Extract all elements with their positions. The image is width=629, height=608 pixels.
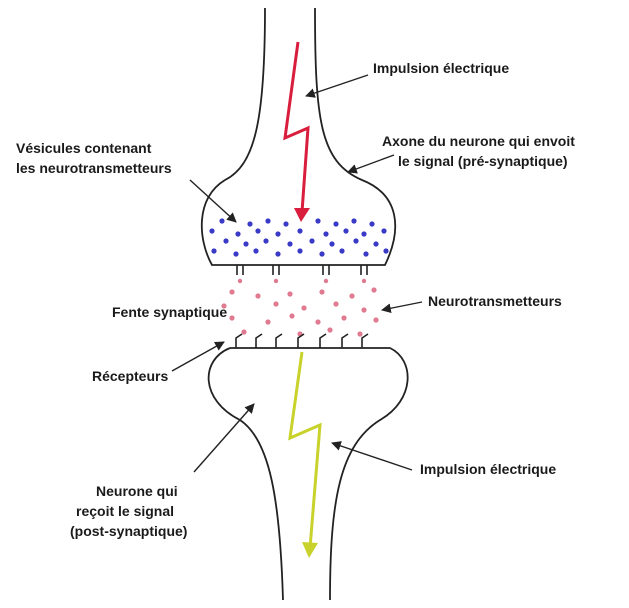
vesicle bbox=[263, 238, 268, 243]
vesicle bbox=[287, 241, 292, 246]
receptor bbox=[342, 334, 348, 348]
neurotransmitter bbox=[273, 301, 278, 306]
pointer-impulse-bottom bbox=[332, 443, 412, 470]
label-impulse-bottom: Impulsion électrique bbox=[420, 461, 556, 478]
neurotransmitter bbox=[333, 301, 338, 306]
vesicle bbox=[361, 231, 366, 236]
vesicle bbox=[265, 218, 270, 223]
impulse-bolt-postsynaptic bbox=[290, 352, 320, 548]
neurotransmitter bbox=[255, 293, 260, 298]
vesicle bbox=[309, 238, 314, 243]
vesicle bbox=[339, 248, 344, 253]
neurotransmitter bbox=[229, 289, 234, 294]
vesicles-group bbox=[209, 218, 388, 256]
receptor bbox=[236, 334, 242, 348]
neurotransmitter bbox=[361, 307, 366, 312]
neurotransmitter bbox=[274, 279, 278, 283]
vesicle bbox=[219, 218, 224, 223]
impulse-arrowhead-postsynaptic bbox=[302, 542, 318, 558]
vesicle bbox=[383, 248, 388, 253]
vesicle bbox=[253, 248, 258, 253]
neurotransmitter bbox=[301, 305, 306, 310]
pointer-impulse-top bbox=[306, 75, 368, 96]
neurotransmitter bbox=[341, 315, 346, 320]
label-vesicles-line2: les neurotransmetteurs bbox=[16, 160, 172, 177]
neurotransmitter bbox=[319, 289, 324, 294]
neurotransmitter bbox=[241, 329, 246, 334]
receptor bbox=[256, 334, 262, 348]
label-impulse-top: Impulsion électrique bbox=[373, 60, 509, 77]
vesicle bbox=[223, 238, 228, 243]
label-receiver-line2: reçoit le signal bbox=[76, 503, 174, 520]
vesicle bbox=[211, 248, 216, 253]
vesicle bbox=[329, 241, 334, 246]
neurotransmitter bbox=[287, 291, 292, 296]
vesicle bbox=[323, 231, 328, 236]
receptor bbox=[362, 334, 368, 348]
label-vesicles-line1: Vésicules contenant bbox=[16, 140, 151, 157]
vesicle bbox=[275, 231, 280, 236]
vesicle bbox=[373, 241, 378, 246]
label-receiver-line1: Neurone qui bbox=[96, 483, 178, 500]
impulse-bolt-presynaptic bbox=[285, 42, 308, 212]
label-axon-line1: Axone du neurone qui envoit bbox=[382, 133, 575, 150]
vesicle bbox=[283, 221, 288, 226]
vesicle bbox=[275, 251, 280, 256]
label-cleft: Fente synaptique bbox=[112, 304, 227, 321]
receptor bbox=[276, 334, 282, 348]
vesicle bbox=[243, 241, 248, 246]
vesicle bbox=[369, 221, 374, 226]
neurotransmitter bbox=[327, 327, 332, 332]
neurotransmitter bbox=[238, 279, 242, 283]
neurotransmitter bbox=[373, 317, 378, 322]
pointer-axon bbox=[348, 155, 394, 172]
postsynaptic-neuron-outline bbox=[209, 348, 408, 600]
impulse-arrowhead-presynaptic bbox=[294, 208, 310, 222]
vesicle bbox=[209, 228, 214, 233]
vesicle bbox=[333, 221, 338, 226]
pointer-vesicles bbox=[190, 180, 236, 222]
pointer-receiver bbox=[194, 404, 254, 472]
vesicle bbox=[381, 228, 386, 233]
label-neurotransmitters: Neurotransmetteurs bbox=[428, 293, 562, 310]
neurotransmitter bbox=[229, 315, 234, 320]
vesicle bbox=[297, 228, 302, 233]
receptor bbox=[320, 334, 326, 348]
vesicle bbox=[297, 248, 302, 253]
neurotransmitter bbox=[371, 287, 376, 292]
vesicle bbox=[363, 251, 368, 256]
neurotransmitter bbox=[315, 319, 320, 324]
vesicle bbox=[319, 251, 324, 256]
pointer-neurotransmitters bbox=[382, 302, 422, 310]
vesicle bbox=[315, 218, 320, 223]
vesicle bbox=[343, 228, 348, 233]
label-receptors: Récepteurs bbox=[92, 368, 168, 385]
vesicle bbox=[235, 231, 240, 236]
release-sites-group bbox=[237, 265, 367, 283]
vesicle bbox=[353, 238, 358, 243]
neurotransmitters-group bbox=[221, 287, 378, 336]
vesicle bbox=[233, 251, 238, 256]
neurotransmitter bbox=[349, 293, 354, 298]
label-receiver-line3: (post-synaptique) bbox=[70, 523, 187, 540]
label-axon-line2: le signal (pré-synaptique) bbox=[398, 153, 568, 170]
neurotransmitter bbox=[324, 279, 328, 283]
neurotransmitter bbox=[357, 331, 362, 336]
neurotransmitter bbox=[362, 279, 366, 283]
vesicle bbox=[247, 221, 252, 226]
receptors-group bbox=[236, 334, 368, 348]
neurotransmitter bbox=[289, 313, 294, 318]
neurotransmitter bbox=[265, 319, 270, 324]
vesicle bbox=[255, 228, 260, 233]
vesicle bbox=[351, 218, 356, 223]
